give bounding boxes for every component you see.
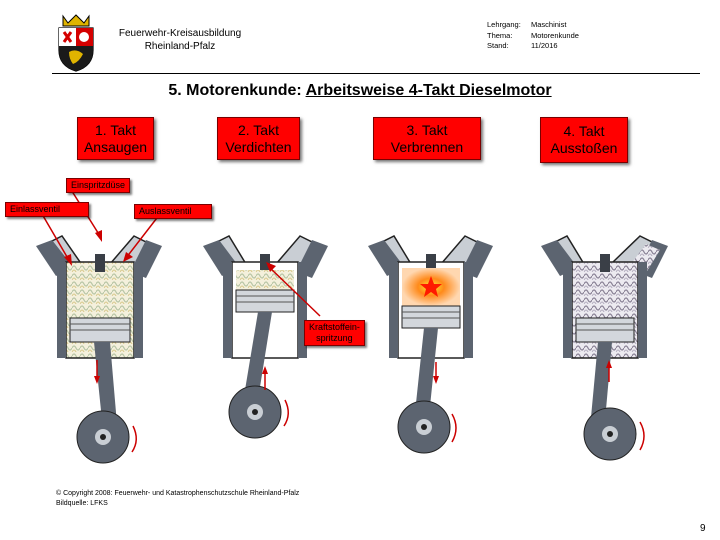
meta-key: Lehrgang: — [487, 20, 521, 29]
copyright-text: © Copyright 2008: Feuerwehr- und Katastr… — [56, 490, 300, 497]
organization-name: Feuerwehr-Kreisausbildung Rheinland-Pfal… — [100, 27, 260, 53]
step-title: 4. Takt — [563, 123, 605, 139]
step-title: 3. Takt — [406, 121, 448, 138]
engine-intake — [36, 235, 162, 464]
title-underlined: Arbeitsweise 4-Takt Dieselmotor — [305, 82, 552, 99]
meta-row-course: Lehrgang: Maschinist — [487, 20, 579, 31]
coat-of-arms-logo — [58, 14, 94, 72]
footer: © Copyright 2008: Feuerwehr- und Katastr… — [56, 489, 299, 509]
organization-line-1: Feuerwehr-Kreisausbildung — [118, 28, 242, 39]
meta-value: Motorenkunde — [531, 30, 579, 40]
step-name: Verbrennen — [390, 138, 464, 155]
header-divider — [52, 73, 700, 74]
engine-compression — [203, 235, 328, 439]
label-injector: Einspritzdüse — [66, 178, 131, 193]
step-title: 1. Takt — [95, 121, 136, 138]
meta-value: Maschinist — [531, 20, 567, 29]
engine-exhaust — [541, 235, 668, 461]
meta-key: Stand: — [487, 41, 509, 50]
page-number: 9 — [700, 523, 706, 534]
page-title: 5. Motorenkunde: Arbeitsweise 4-Takt Die… — [0, 82, 720, 100]
engine-combustion — [368, 235, 493, 454]
meta-row-date: Stand: 11/2016 — [487, 41, 579, 52]
fuel-injection-pointer — [267, 265, 321, 317]
step-title: 2. Takt — [237, 121, 279, 138]
step-name: Verdichten — [225, 138, 292, 155]
title-prefix: 5. Motorenkunde: — [168, 82, 306, 99]
meta-key: Thema: — [487, 30, 513, 40]
intake-valve-pointer — [41, 213, 71, 263]
fuel-injection-line-2: spritzung — [316, 333, 353, 343]
image-source-text: Bildquelle: LFKS — [56, 500, 108, 507]
meta-row-topic: Thema: Motorenkunde — [487, 31, 579, 42]
step-name: Ansaugen — [83, 138, 148, 155]
exhaust-valve-pointer — [125, 213, 161, 259]
fuel-injection-line-1: Kraftstoffein- — [309, 322, 360, 332]
step-name: Ausstoßen — [550, 140, 618, 156]
meta-value: 11/2016 — [531, 41, 558, 50]
label-intake-valve: Einlassventil — [5, 202, 89, 217]
label-fuel-injection: Kraftstoffein- spritzung — [304, 320, 365, 346]
document-meta: Lehrgang: Maschinist Thema: Motorenkunde S… — [487, 20, 579, 52]
organization-line-2: Rheinland-Pfalz — [144, 41, 216, 52]
label-exhaust-valve: Auslassventil — [134, 204, 212, 219]
